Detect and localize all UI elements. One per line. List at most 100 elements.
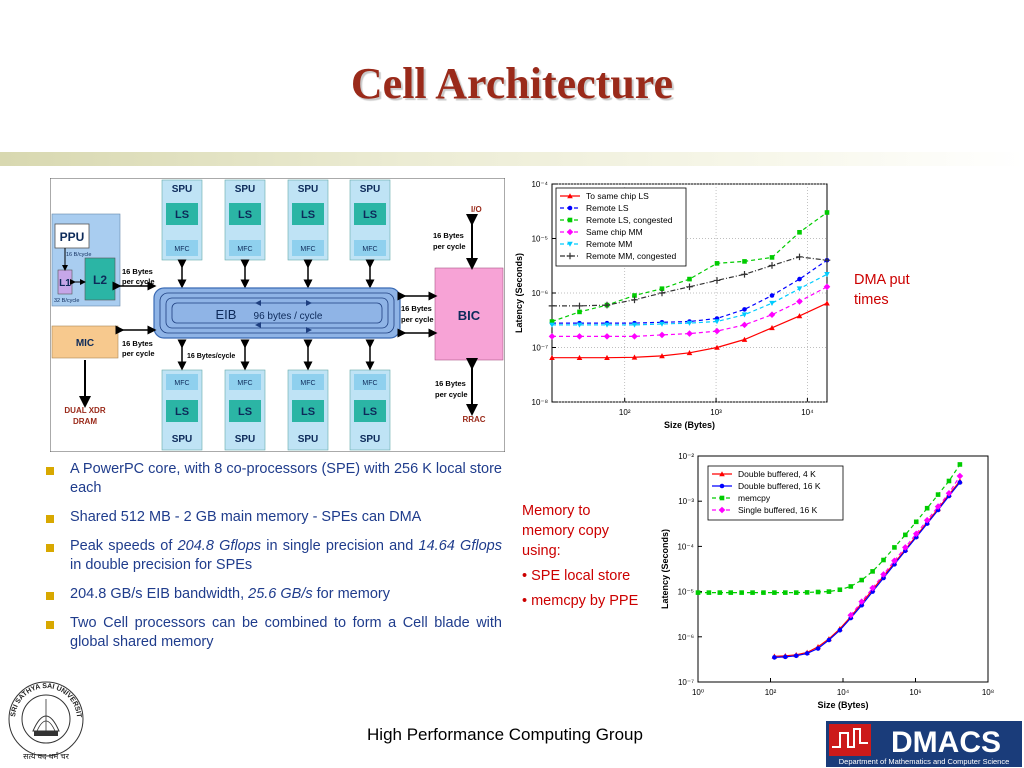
bullet-text-pre: 204.8 GB/s EIB bandwidth, [70, 586, 249, 602]
data-point [903, 532, 908, 538]
data-point [826, 637, 832, 643]
data-point [824, 210, 830, 215]
series-line [552, 259, 828, 324]
io-rate-line1: 16 Bytes [433, 231, 464, 240]
ppu-label: PPU [60, 230, 85, 244]
bullet-text-post: in double precision for SPEs [70, 557, 253, 573]
data-point [632, 293, 637, 298]
series-group [549, 300, 830, 360]
ls-label: LS [301, 406, 315, 418]
data-point [793, 653, 799, 659]
bullet-text: Two Cell processors can be combined to f… [70, 615, 502, 650]
data-point [742, 259, 747, 264]
title-underline-bar [0, 152, 1024, 166]
x-tick-label: 10⁰ [692, 688, 704, 697]
spe-bus-rate-label: 16 Bytes/cycle [187, 353, 235, 360]
data-point [566, 252, 574, 260]
data-point [549, 354, 555, 360]
bullet-marker [46, 544, 54, 552]
bullet-text-post: for memory [312, 586, 390, 602]
data-point [945, 489, 953, 497]
series-line [552, 256, 828, 307]
data-point [892, 545, 897, 550]
mfc-label: MFC [237, 246, 252, 253]
y-tick-label: 10⁻⁷ [532, 344, 548, 353]
data-point [823, 256, 831, 264]
ppu-bus-label: 16 B/cycle [66, 252, 91, 258]
ls-label: LS [175, 406, 189, 418]
data-point [706, 590, 712, 595]
memcpy-annotation: Memory to memory copy using: • SPE local… [522, 501, 638, 611]
rrac-label: RRAC [462, 415, 485, 424]
memcpy-annotation-line1: Memory to [522, 503, 591, 519]
data-point [567, 205, 573, 211]
data-point [769, 255, 775, 260]
data-point [934, 503, 942, 510]
data-point [686, 283, 693, 291]
legend-entry: Same chip MM [586, 227, 643, 237]
data-point [714, 344, 720, 350]
memcpy-annotation-item: • SPE local store [522, 568, 631, 584]
data-point [924, 505, 930, 511]
y-tick-label: 10⁻⁶ [532, 289, 548, 298]
spu-label: SPU [360, 434, 381, 445]
y-tick-label: 10⁻⁴ [531, 180, 548, 189]
spu-label: SPU [235, 184, 256, 195]
data-point [741, 312, 748, 318]
x-tick-label: 10⁸ [982, 688, 994, 697]
bullet-marker [46, 621, 54, 629]
mic-eib-rate-line2: per cycle [122, 349, 155, 358]
bullet-marker [46, 592, 54, 600]
bullet-emphasis: 204.8 Gflops [177, 538, 262, 554]
dmacs-logo: DMACS Department of Mathematics and Comp… [826, 721, 1022, 767]
data-point [719, 483, 725, 489]
spe-eib-arrows [177, 259, 375, 371]
data-point [603, 301, 611, 309]
memcpy-annotation-item: • memcpy by PPE [522, 593, 639, 609]
y-tick-label: 10⁻⁸ [532, 398, 549, 407]
ls-label: LS [363, 209, 377, 221]
data-point [782, 590, 788, 595]
eib-ring-bus: EIB 96 bytes / cycle [153, 287, 401, 339]
bic-label: BIC [458, 308, 481, 323]
data-point [728, 590, 734, 595]
svg-text:SRI SATHYA SAI UNIVERSITY: SRI SATHYA SAI UNIVERSITY [3, 673, 82, 719]
mfc-label: MFC [362, 380, 377, 387]
data-point [848, 584, 854, 589]
feature-bullet-list: A PowerPC core, with 8 co-processors (SP… [42, 460, 502, 662]
bullet-item: Peak speeds of 204.8 Gflops in single pr… [42, 537, 502, 575]
data-point [714, 319, 720, 325]
data-point [741, 271, 748, 278]
mfc-label: MFC [300, 246, 315, 253]
eib-bic-rate-line1: 16 Bytes [401, 304, 432, 313]
x-tick-label: 10⁴ [837, 688, 850, 697]
y-tick-label: 10⁻² [678, 452, 694, 461]
data-point [881, 557, 886, 563]
series-group [695, 462, 963, 595]
x-axis-label: Size (Bytes) [817, 700, 868, 710]
data-point [881, 575, 886, 581]
mfc-label: MFC [174, 380, 189, 387]
data-point [815, 646, 821, 651]
ls-label: LS [238, 209, 252, 221]
bullet-emphasis: 14.64 Gflops [418, 538, 502, 554]
data-point [604, 322, 610, 328]
legend-box [555, 187, 687, 267]
data-point [880, 571, 887, 578]
data-point [717, 590, 723, 595]
data-point [796, 313, 803, 319]
bullet-text: A PowerPC core, with 8 co-processors (SP… [70, 461, 502, 496]
mic-eib-rate-line1: 16 Bytes [122, 339, 153, 348]
data-point [772, 590, 777, 595]
data-point [761, 590, 766, 595]
data-point [847, 611, 855, 619]
data-point [859, 602, 864, 608]
data-point [567, 241, 573, 247]
spe-bottom-4: MFC LS SPU [349, 369, 391, 451]
spu-label: SPU [360, 184, 381, 195]
l2-eib-rate-line1: 16 Bytes [122, 267, 153, 276]
data-point [797, 276, 802, 282]
series-group [549, 272, 830, 328]
data-point [870, 569, 875, 574]
